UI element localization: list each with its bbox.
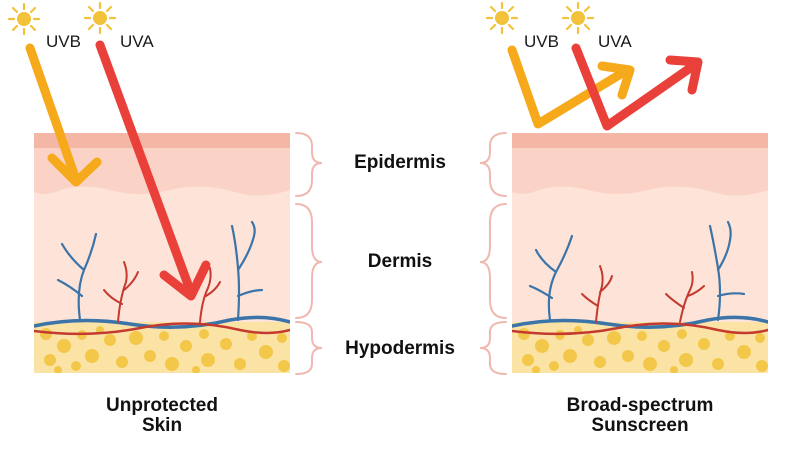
- epidermis-layer: [512, 133, 768, 196]
- arrow-icon: [665, 55, 703, 95]
- blood-vessels: [34, 220, 290, 336]
- sun-icon: [7, 2, 41, 36]
- uva-ray-reflected: [571, 43, 703, 131]
- hypodermis-label: Hypodermis: [345, 338, 455, 359]
- epidermis-label: Epidermis: [354, 152, 446, 173]
- caption-line: Skin: [141, 415, 183, 436]
- unprotected-skin-block: [34, 133, 290, 373]
- uva-ray-penetrating: [95, 40, 211, 301]
- caption-line: Unprotected: [106, 395, 218, 416]
- caption-line: Broad-spectrum: [566, 395, 714, 416]
- arrow-icon: [597, 61, 635, 100]
- fat-cells: [40, 326, 290, 373]
- sun-icon: [485, 1, 519, 35]
- uva-label-left: UVA: [120, 32, 154, 51]
- stratum-corneum: [512, 133, 768, 148]
- uvb-label-left: UVB: [46, 32, 81, 51]
- sun-icon: [83, 1, 117, 35]
- arrow-icon: [47, 153, 102, 187]
- right-brackets: [479, 132, 507, 375]
- blood-vessels: [512, 220, 768, 336]
- sunscreen-skin-block: [512, 133, 768, 373]
- epidermis-layer: [34, 133, 290, 196]
- uva-label-right: UVA: [598, 32, 632, 51]
- caption-line: Sunscreen: [591, 415, 689, 436]
- stratum-corneum: [34, 133, 290, 148]
- dermis-label: Dermis: [367, 251, 433, 272]
- fat-cells: [518, 326, 768, 373]
- sunscreen-caption: Broad-spectrum Sunscreen: [510, 396, 770, 436]
- sun-icon: [561, 1, 595, 35]
- uvb-label-right: UVB: [524, 32, 559, 51]
- unprotected-skin-caption: Unprotected Skin: [32, 396, 292, 436]
- arrow-icon: [159, 260, 211, 301]
- left-brackets: [295, 132, 323, 375]
- uvb-ray-reflected: [507, 45, 635, 129]
- uvb-ray-penetrating: [25, 43, 102, 187]
